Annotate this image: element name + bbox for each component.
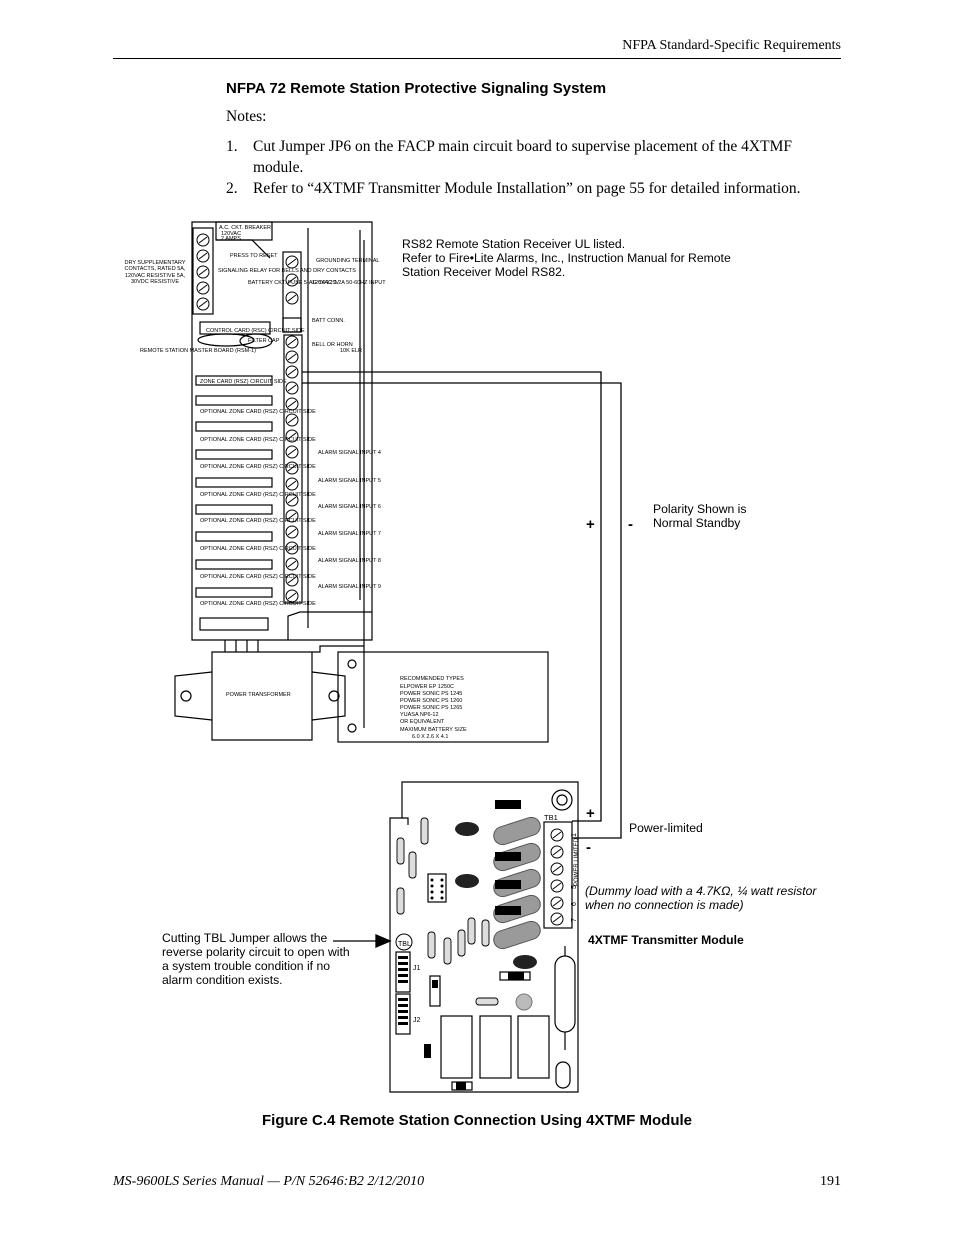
tbl-note-line: Cutting TBL Jumper allows the [162, 931, 328, 945]
rs82-reset-label: PRESS TO RESET [230, 253, 278, 259]
note-number: 2. [226, 180, 238, 197]
battery-type-label: ELPOWER EP 1250C [400, 684, 454, 690]
tbl-pointer-arrow [333, 934, 392, 948]
rs82-note-line: RS82 Remote Station Receiver UL listed. [402, 237, 626, 251]
polarity-note-line: Normal Standby [653, 516, 741, 530]
dummy-load-line: when no connection is made) [585, 898, 744, 912]
notes-label: Notes: [226, 108, 267, 125]
4xtmf-components [395, 800, 564, 1090]
rs82-ac-amps-label: 2 AMPS [221, 236, 241, 242]
rs82-bell-label: BELL OR HORN [312, 342, 353, 348]
rs82-master-board-label: REMOTE STATION MASTER BOARD (RSM-1) [140, 348, 256, 354]
tbl-label: TBL [398, 941, 411, 948]
rs82-optional-zone-label: OPTIONAL ZONE CARD (RSZ) CIRCUIT SIDE [200, 546, 316, 552]
tbl-note-line: reverse polarity circuit to open with [162, 945, 350, 959]
rs82-receiver-drawing [174, 221, 549, 743]
rs82-optional-zone-label: OPTIONAL ZONE CARD (RSZ) CIRCUIT SIDE [200, 574, 316, 580]
tbl-note-line: a system trouble condition if no [162, 959, 331, 973]
figure-caption: Figure C.4 Remote Station Connection Usi… [261, 1112, 692, 1129]
field-wiring [302, 371, 622, 839]
rs82-batt-conn-label: BATT CONN. [312, 318, 345, 324]
rs82-optional-zone-label: OPTIONAL ZONE CARD (RSZ) CIRCUIT SIDE [200, 601, 316, 607]
rs82-alarm-input-label: ALARM SIGNAL INPUT 4 [318, 450, 381, 456]
battery-type-label: POWER SONIC PS 1260 [400, 698, 462, 704]
note-item-2: 2. Refer to “4XTMF Transmitter Module In… [226, 178, 826, 202]
rs82-alarm-input-label: ALARM SIGNAL INPUT 9 [318, 584, 381, 590]
tbl-jumper-note: Cutting TBL Jumper allows the reverse po… [162, 931, 350, 987]
rs82-ac-breaker-label: A.C. CKT. BREAKER [219, 225, 271, 231]
rs82-grounding-label: GROUNDING TERMINAL [316, 258, 379, 264]
tb1-label: TB1 [544, 813, 558, 822]
note-text: Refer to “4XTMF Transmitter Module Insta… [253, 180, 801, 197]
battery-recommended-label: RECOMMENDED TYPES [400, 676, 464, 682]
dummy-load-note: (Dummy load with a 4.7KΩ, ¼ watt resisto… [585, 884, 816, 912]
polarity-symbols: + - + - [586, 516, 633, 856]
rs82-optional-zone-label: OPTIONAL ZONE CARD (RSZ) CIRCUIT SIDE [200, 437, 316, 443]
tbl-note-line: alarm condition exists. [162, 973, 283, 987]
page-number: 191 [820, 1174, 841, 1189]
rs82-fuse-label: BATTERY CKT. FUSE 5-AG 5A 125V [248, 280, 339, 286]
4xtmf-labels: TB1 TBL J1 J2 POWER LIMITED 1 5 6 7 [398, 813, 580, 1024]
rs82-zone-card-label: ZONE CARD (RSZ) CIRCUIT SIDE [200, 379, 287, 385]
dummy-load-line: (Dummy load with a 4.7KΩ, ¼ watt resisto… [585, 884, 817, 898]
running-header: NFPA Standard-Specific Requirements [622, 38, 841, 53]
battery-type-label: OR EQUIVALENT [400, 719, 445, 725]
rs82-alarm-input-label: ALARM SIGNAL INPUT 8 [318, 558, 381, 564]
svg-text:7: 7 [571, 918, 578, 922]
rs82-labels: A.C. CKT. BREAKER 120VAC 2 AMPS PRESS TO… [140, 225, 467, 740]
rs82-relay-label: SIGNALING RELAY FOR BELLS AND DRY CONTAC… [218, 268, 356, 274]
rs82-note-line: Refer to Fire•Lite Alarms, Inc., Instruc… [402, 251, 731, 265]
plus-sign: + [586, 516, 595, 533]
svg-text:1: 1 [571, 833, 578, 837]
minus-sign: - [586, 839, 591, 856]
rs82-optional-zone-label: OPTIONAL ZONE CARD (RSZ) CIRCUIT SIDE [200, 464, 316, 470]
rs82-optional-zone-label: OPTIONAL ZONE CARD (RSZ) CIRCUIT SIDE [200, 518, 316, 524]
rs82-optional-zone-label: OPTIONAL ZONE CARD (RSZ) CIRCUIT SIDE [200, 409, 316, 415]
svg-text:6: 6 [571, 902, 578, 906]
module-name-label: 4XTMF Transmitter Module [588, 933, 744, 947]
rs82-note-line: Station Receiver Model RS82. [402, 265, 566, 279]
battery-type-label: POWER SONIC PS 1245 [400, 691, 462, 697]
battery-type-label: POWER SONIC PS 1265 [400, 705, 462, 711]
rs82-control-card-label: CONTROL CARD (RSC) CIRCUIT SIDE [206, 328, 305, 334]
svg-text:5: 5 [571, 885, 578, 889]
power-limited-note: Power-limited [629, 821, 703, 835]
battery-type-label: YUASA NP6-12 [400, 712, 439, 718]
battery-size-label: 6.0 X 2.6 X 4.1 [412, 734, 448, 740]
polarity-note: Polarity Shown is Normal Standby [653, 502, 746, 530]
minus-sign: - [628, 516, 633, 533]
header-rule [113, 58, 841, 59]
rs82-input-label: 120VAC 1.2A 50-60HZ INPUT [312, 280, 386, 286]
rs82-filter-cap-label: FILTER CAP [248, 338, 280, 344]
rs82-transformer-label: POWER TRANSFORMER [226, 692, 291, 698]
rs82-alarm-input-label: ALARM SIGNAL INPUT 6 [318, 504, 381, 510]
rs82-note: RS82 Remote Station Receiver UL listed. … [402, 237, 731, 279]
rs82-alarm-input-label: ALARM SIGNAL INPUT 5 [318, 478, 381, 484]
battery-max-label: MAXIMUM BATTERY SIZE [400, 727, 467, 733]
section-title: NFPA 72 Remote Station Protective Signal… [226, 80, 607, 97]
rs82-dry-contacts-text: DRY SUPPLEMENTARY CONTACTS, RATED 5A, 12… [124, 260, 186, 286]
plus-sign: + [586, 805, 595, 822]
rs82-eol-label: 10K ELR [340, 348, 362, 354]
note-number: 1. [226, 138, 238, 155]
j1-label: J1 [413, 965, 421, 972]
rs82-ac-volt-label: 120VAC [221, 231, 241, 237]
power-limited-vertical-label: POWER LIMITED [574, 837, 580, 886]
note-text: Cut Jumper JP6 on the FACP main circuit … [253, 138, 792, 176]
note-item-1: 1. Cut Jumper JP6 on the FACP main circu… [226, 136, 826, 180]
rs82-optional-zone-label: OPTIONAL ZONE CARD (RSZ) CIRCUIT SIDE [200, 492, 316, 498]
j2-label: J2 [413, 1017, 421, 1024]
footer-manual: MS-9600LS Series Manual — P/N 52646:B2 2… [113, 1174, 425, 1189]
rs82-dry-contacts-label: DRY SUPPLEMENTARY CONTACTS, RATED 5A, 12… [124, 260, 186, 286]
rs82-alarm-input-label: ALARM SIGNAL INPUT 7 [318, 531, 381, 537]
polarity-note-line: Polarity Shown is [653, 502, 747, 516]
